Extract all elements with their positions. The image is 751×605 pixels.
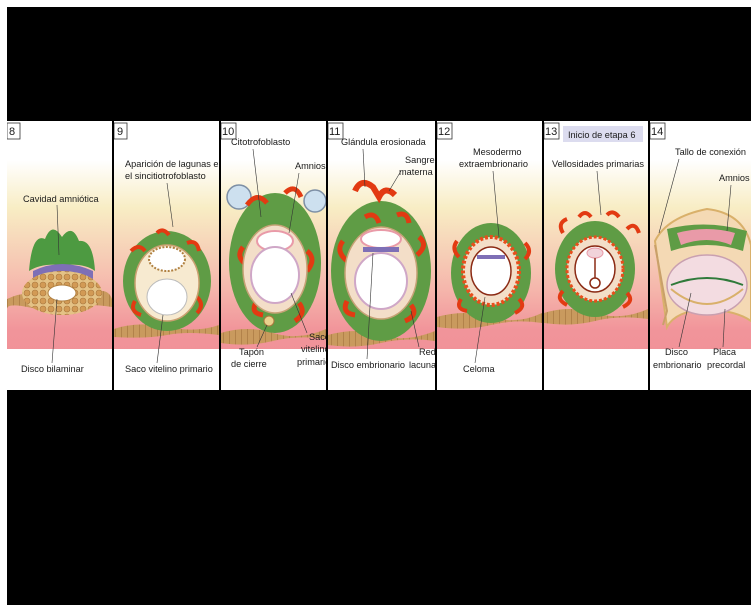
maternal-gland [304, 190, 326, 212]
stage-number: 12 [438, 126, 450, 138]
label-disco-bilaminar: Disco bilaminar [21, 364, 84, 374]
label-disco-embrionario: Disco embrionario [331, 360, 405, 370]
yolk-sac [590, 278, 600, 288]
stage-number: 8 [9, 126, 15, 138]
blastocyst-cavity [48, 285, 76, 301]
amniotic-cavity [149, 247, 185, 271]
label-saco-3: primario [297, 357, 330, 367]
caption-band [544, 349, 648, 389]
label-mesodermo-1: Mesodermo [473, 147, 522, 157]
label-disco-2: embrionario [653, 360, 702, 370]
stage-number: 14 [651, 126, 663, 138]
label-red-1: Red [419, 347, 436, 357]
label-inicio-etapa-6: Inicio de etapa 6 [568, 130, 635, 140]
label-sangre-1: Sangre [405, 155, 435, 165]
panel-stage-14: 14 Tallo de conexión Amnios Disco embrio… [650, 123, 751, 389]
embryonic-disc [477, 255, 505, 259]
panel-stage-13: 13 Inicio de etapa 6 Vellosidades primar… [544, 123, 648, 389]
amnion [587, 248, 603, 258]
label-saco-vitelino-primario: Saco vitelino primario [125, 364, 213, 374]
stages-diagram: 8 Cavidad amniótica Disco bilaminar 9 Ap… [7, 121, 751, 390]
panel-stage-8: 8 Cavidad amniótica Disco bilaminar [7, 123, 112, 389]
label-celoma: Celoma [463, 364, 496, 374]
label-sangre-2: materna [399, 167, 434, 177]
panel-stage-10: 10 Citotrofoblasto Amnios Saco vitelino … [221, 123, 330, 389]
panel-stage-11: 11 Glándula erosionada Sangre materna Re… [328, 123, 439, 389]
maternal-gland [227, 185, 251, 209]
yolk-sac [667, 255, 747, 315]
label-tapon-1: Tapón [239, 347, 264, 357]
yolk-sac [355, 253, 407, 309]
label-amnios: Amnios [719, 173, 750, 183]
primary-yolk-sac [147, 279, 187, 315]
label-citotrofoblasto: Citotrofoblasto [231, 137, 290, 147]
stage-number: 9 [117, 126, 123, 138]
label-amnios: Amnios [295, 161, 326, 171]
label-glandula-erosionada: Glándula erosionada [341, 137, 427, 147]
panel-stage-12: 12 Mesodermo extraembrionario Celoma [437, 123, 542, 389]
label-tallo-conexion: Tallo de conexión [675, 147, 746, 157]
label-cavidad-amniotica: Cavidad amniótica [23, 194, 99, 204]
closing-plug [264, 316, 274, 326]
panel-stage-9: 9 Aparición de lagunas en el sincitiotro… [114, 123, 224, 389]
stage-number: 11 [329, 126, 340, 138]
coelom [471, 247, 511, 295]
label-disco-1: Disco [665, 347, 688, 357]
label-aparicion-1: Aparición de lagunas en [125, 159, 224, 169]
label-aparicion-2: el sincitiotrofoblasto [125, 171, 206, 181]
label-placa-1: Placa [713, 347, 737, 357]
label-saco-2: vitelino [301, 344, 330, 354]
label-vellosidades-primarias: Vellosidades primarias [552, 159, 644, 169]
label-mesodermo-2: extraembrionario [459, 159, 528, 169]
label-red-2: lacunar [409, 360, 439, 370]
stage-number: 13 [545, 126, 557, 138]
embryo-stages-strip: 8 Cavidad amniótica Disco bilaminar 9 Ap… [7, 121, 751, 390]
embryonic-disc [363, 247, 399, 252]
label-placa-2: precordal [707, 360, 745, 370]
caption-band [221, 349, 326, 389]
amnion [361, 230, 401, 248]
label-tapon-2: de cierre [231, 359, 267, 369]
